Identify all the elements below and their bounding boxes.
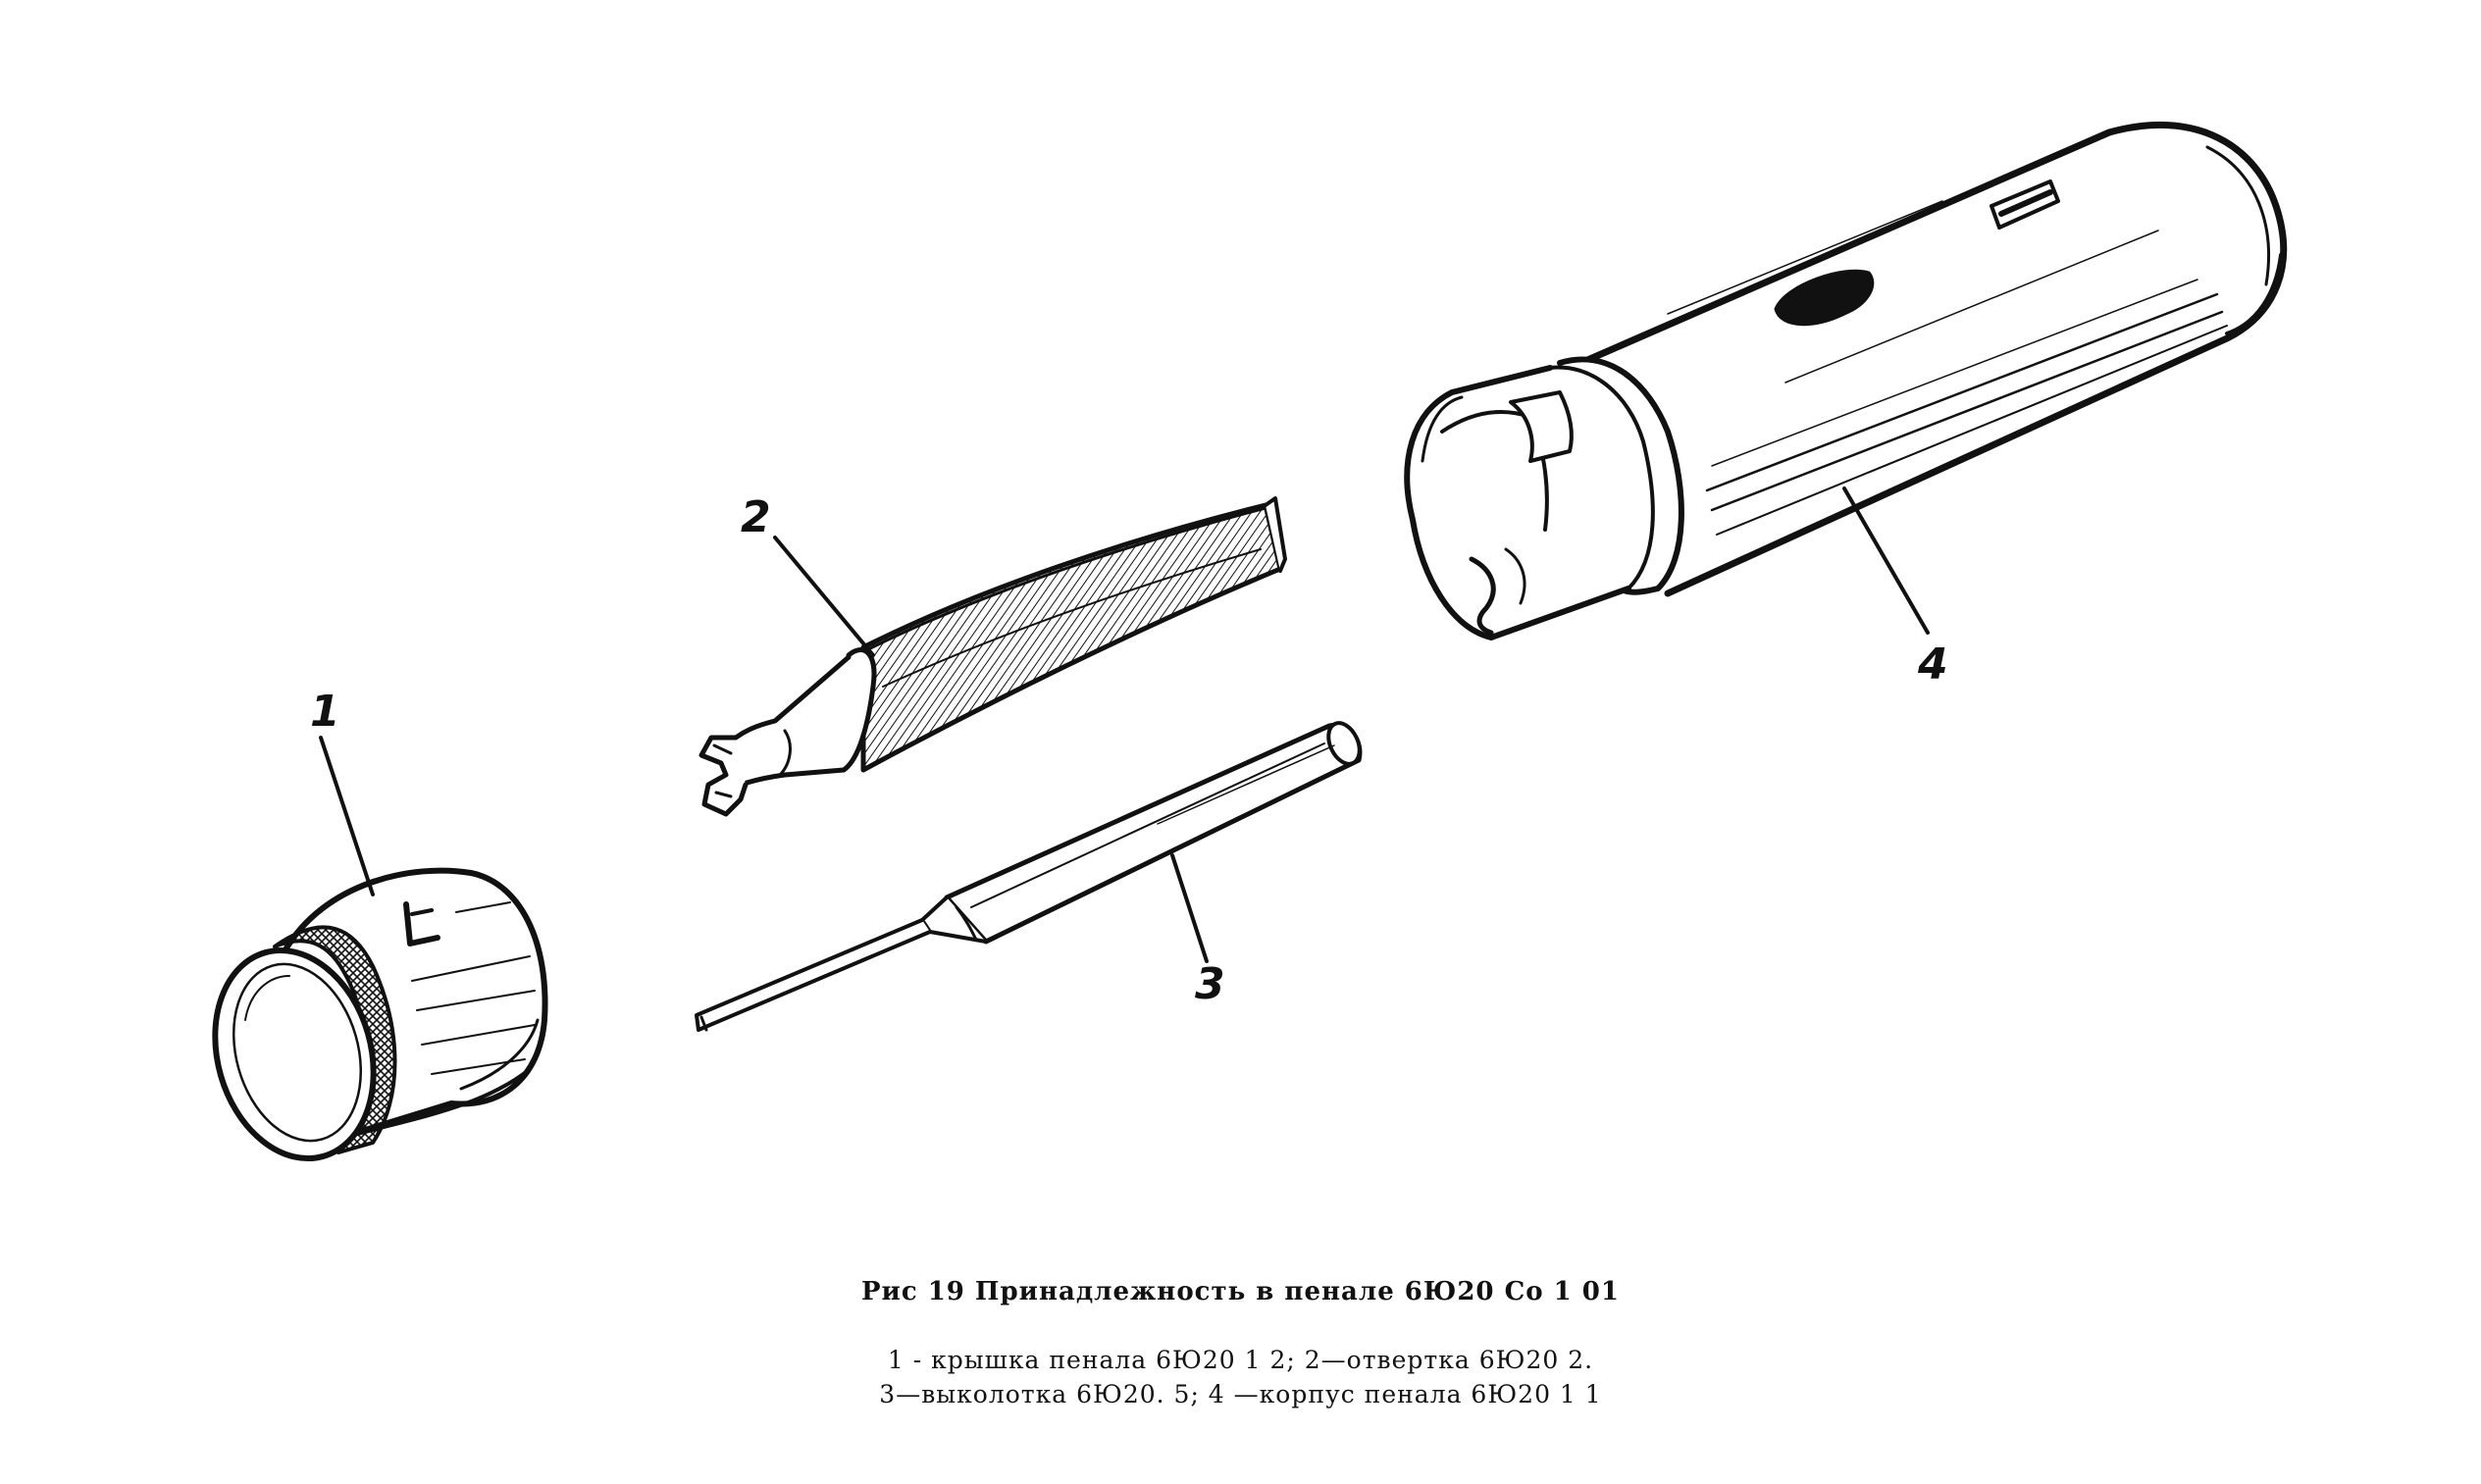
part-2-screwdriver <box>698 496 1287 817</box>
part-3-drift-punch <box>695 721 1363 1032</box>
callout-2: 2 <box>741 492 771 542</box>
callout-4: 4 <box>1917 640 1948 690</box>
part-1-cap <box>212 736 548 1162</box>
part-4-case-body <box>1404 121 2288 640</box>
callout-3: 3 <box>1195 959 1225 1009</box>
figure-legend-line-1: 1 - крышка пенала 6Ю20 1 2; 2—отвертка 6… <box>887 1346 1594 1374</box>
callout-1: 1 <box>310 687 340 737</box>
figure-legend-line-2: 3—выколотка 6Ю20. 5; 4 —корпус пенала 6Ю… <box>879 1380 1602 1408</box>
figure-caption-title: Рис 19 Принадлежность в пенале 6Ю20 Со 1… <box>860 1277 1620 1306</box>
